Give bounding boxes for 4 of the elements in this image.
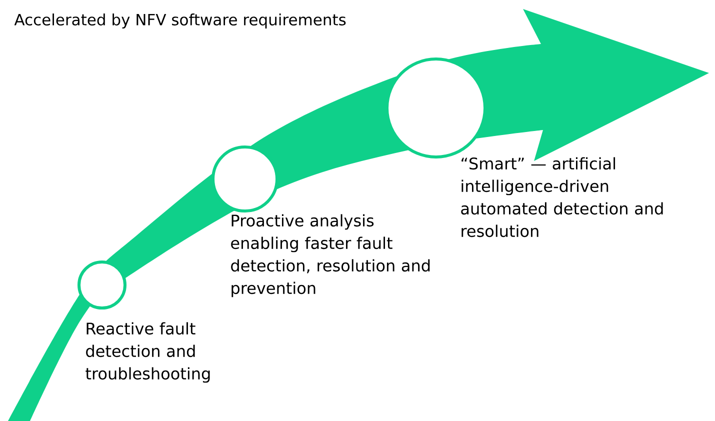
step-description: Proactive analysis enabling faster fault detection, resolution and prevention: [231, 214, 430, 298]
step-description: “Smart” — artificial intelligence-driven automated detection and resolution: [461, 157, 663, 238]
step-description: Reactive fault detection and troubleshooting: [86, 322, 210, 383]
title: Accelerated by NFV software requirements: [14, 14, 346, 28]
